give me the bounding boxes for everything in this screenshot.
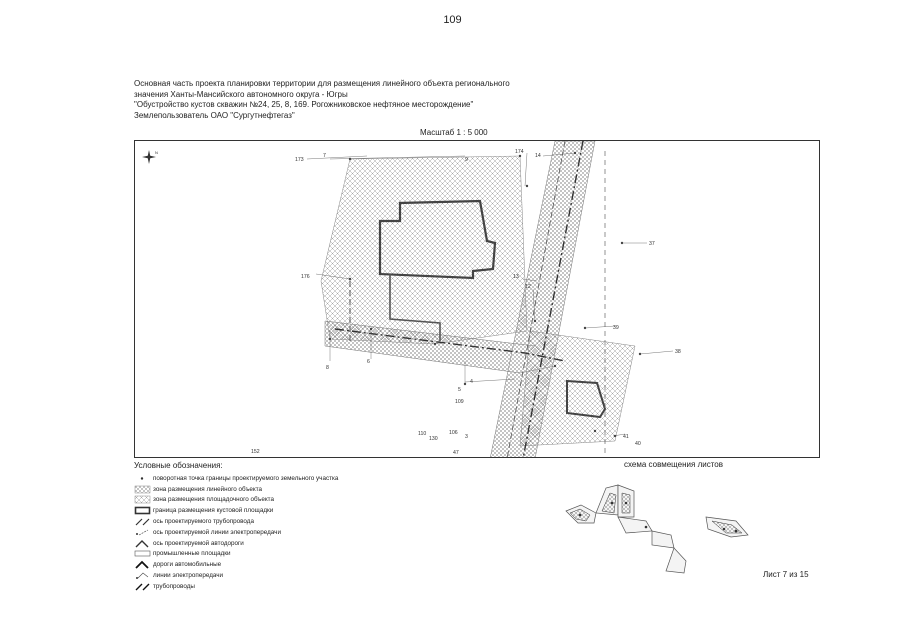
turn-point-icon	[140, 477, 144, 480]
legend-label: зона размещения линейного объекта	[153, 485, 263, 493]
map-label: 109	[455, 399, 464, 405]
pad-zone-right	[519, 330, 636, 447]
legend-item: трубопроводы	[134, 581, 434, 592]
pipeline-icon	[135, 583, 150, 591]
document-header: Основная часть проекта планировки террит…	[134, 79, 510, 121]
header-line-3: "Обустройство кустов скважин №24, 25, 8,…	[134, 100, 474, 109]
header-line-2: значения Ханты-Мансийского автономного о…	[134, 89, 348, 99]
pad-boundary-right	[566, 379, 607, 419]
legend-item: промышленные площадки	[134, 549, 434, 560]
legend-label: зона размещения площадочного объекта	[153, 496, 274, 504]
legend: поворотная точка границы проектируемого …	[134, 473, 434, 592]
map-drawing: 173 7 9 174 14 37 176 13 12 39 38 8 6 5 …	[142, 141, 681, 457]
legend-item: дороги автомобильные	[134, 559, 434, 570]
pipeline-axis-icon	[135, 518, 150, 526]
legend-label: промышленные площадки	[153, 550, 231, 558]
map-label: 38	[675, 349, 681, 355]
legend-item: ось проектируемой автодороги	[134, 538, 434, 549]
pad-zone	[320, 155, 528, 345]
map-label: 174	[515, 149, 524, 155]
power-line-icon	[136, 572, 149, 580]
north-arrow-icon: N	[142, 150, 158, 164]
map-label: 152	[251, 449, 260, 455]
legend-item: зона размещения линейного объекта	[134, 484, 434, 495]
map-label: 4	[470, 379, 473, 385]
map-frame: 173 7 9 174 14 37 176 13 12 39 38 8 6 5 …	[134, 140, 820, 458]
sheet-layout-scheme	[556, 473, 766, 588]
svg-text:N: N	[155, 150, 158, 155]
map-label: 12	[525, 284, 531, 290]
map-label: 176	[301, 274, 310, 280]
power-line-axis-icon	[136, 529, 149, 536]
legend-label: ось проектируемого трубопровода	[153, 518, 254, 526]
map-label: 130	[429, 436, 438, 442]
turn-points	[328, 151, 642, 438]
map-label: 3	[465, 434, 468, 440]
industrial-site-icon	[134, 551, 151, 557]
header-line-4: Землепользователь ОАО "Сургутнефтегаз"	[134, 110, 295, 120]
map-label: 7	[323, 153, 326, 159]
legend-label: поворотная точка границы проектируемого …	[153, 474, 339, 482]
road-axis-horizontal	[334, 328, 566, 362]
linear-zone-icon	[134, 485, 151, 493]
legend-item: граница размещения кустовой площадки	[134, 505, 434, 516]
map-label: 47	[453, 450, 459, 456]
road-icon	[135, 560, 149, 569]
map-label: 173	[295, 157, 304, 163]
map-label: 40	[635, 441, 641, 447]
legend-label: ось проектируемой автодороги	[153, 539, 244, 547]
pad-boundary-lower	[389, 274, 441, 341]
pad-boundary	[378, 199, 497, 280]
legend-title: Условные обозначения:	[134, 461, 223, 470]
map-scale: Масштаб 1 : 5 000	[420, 128, 488, 137]
legend-item: поворотная точка границы проектируемого …	[134, 473, 434, 484]
scheme-drawing	[565, 484, 749, 574]
map-label: 41	[623, 434, 629, 440]
road-axis-icon	[135, 539, 149, 548]
scheme-title: схема совмещения листов	[624, 460, 723, 469]
map-label: 37	[649, 241, 655, 247]
pad-zone-icon	[134, 496, 151, 504]
legend-label: ось проектируемой линии электропередачи	[153, 528, 281, 536]
legend-item: линии электропередачи	[134, 570, 434, 581]
map-label: 39	[613, 325, 619, 331]
page-number: 109	[443, 14, 462, 26]
sheet-number: Лист 7 из 15	[763, 570, 809, 579]
legend-item: зона размещения площадочного объекта	[134, 495, 434, 506]
pad-boundary-icon	[134, 506, 151, 515]
legend-label: трубопроводы	[153, 582, 195, 590]
map-label: 106	[449, 430, 458, 436]
map-label: 14	[535, 153, 541, 159]
legend-item: ось проектируемой линии электропередачи	[134, 527, 434, 538]
legend-label: дороги автомобильные	[153, 561, 222, 569]
map-label: 9	[465, 157, 468, 163]
header-line-1: Основная часть проекта планировки террит…	[134, 79, 510, 88]
map-label: 5	[458, 387, 461, 393]
legend-label: линии электропередачи	[153, 572, 224, 580]
legend-label: граница размещения кустовой площадки	[153, 507, 274, 515]
road-axis	[522, 141, 584, 457]
map-label: 110	[418, 431, 426, 437]
legend-item: ось проектируемого трубопровода	[134, 516, 434, 527]
map-label: 8	[326, 365, 329, 371]
map-label: 6	[367, 359, 370, 365]
leader-lines	[306, 152, 674, 437]
map-label: 13	[513, 274, 519, 280]
